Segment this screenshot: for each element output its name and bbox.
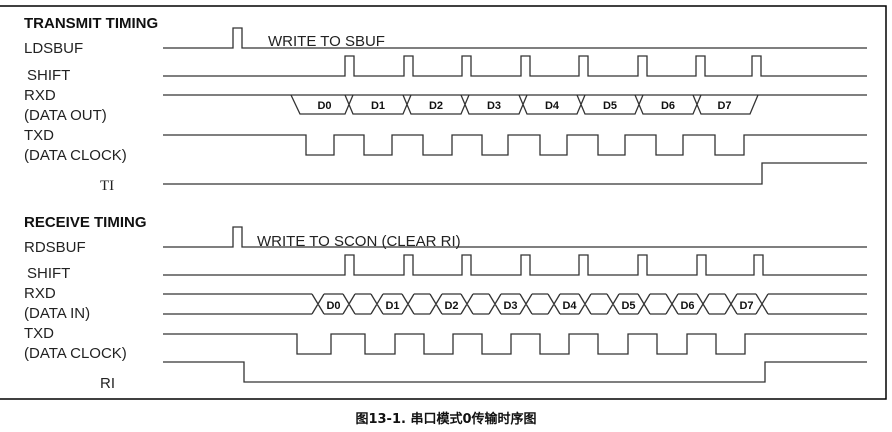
rx-data-bit-d5: D5	[621, 300, 635, 312]
write-scon-note: WRITE TO SCON (CLEAR RI)	[257, 233, 461, 250]
rx-data-bit-d0: D0	[326, 300, 340, 312]
rx-txd-label: TXD	[24, 325, 54, 342]
rx-rxd-label: RXD	[24, 285, 56, 302]
tx-data-bit-d7: D7	[717, 100, 731, 112]
rx-txd-clock-waveform	[163, 333, 867, 355]
figure-caption: 图13-1. 串口模式0传输时序图	[355, 411, 536, 427]
transmit-title: TRANSMIT TIMING	[24, 15, 158, 32]
rx-data-bit-d4: D4	[562, 300, 577, 312]
receive-title: RECEIVE TIMING	[24, 214, 147, 231]
rx-shift-waveform	[163, 254, 867, 276]
rx-data-bit-d7: D7	[739, 300, 753, 312]
tx-shift-label: SHIFT	[27, 67, 70, 84]
ti-waveform	[163, 162, 867, 185]
ri-label: RI	[100, 375, 115, 392]
tx-rxd-data-waveform	[290, 94, 759, 115]
tx-txd-clock-waveform	[163, 134, 867, 156]
figure-frame	[0, 5, 887, 400]
ldsbuf-waveform	[163, 27, 867, 49]
ti-label: TI	[100, 178, 114, 194]
rx-shift-label: SHIFT	[27, 265, 70, 282]
ri-waveform	[163, 361, 867, 383]
tx-data-bit-d4: D4	[545, 100, 560, 112]
tx-data-bit-d5: D5	[603, 100, 617, 112]
tx-data-bit-d1: D1	[371, 100, 385, 112]
write-sbuf-note: WRITE TO SBUF	[268, 33, 385, 50]
tx-shift-waveform	[163, 55, 867, 77]
rx-rxd-data-waveform	[163, 293, 867, 315]
ldsbuf-label: LDSBUF	[24, 40, 83, 57]
tx-data-bit-d2: D2	[429, 100, 443, 112]
rdsbuf-waveform	[163, 226, 867, 248]
tx-rxd-label: RXD	[24, 87, 56, 104]
tx-txd-label: TXD	[24, 127, 54, 144]
rx-data-bit-d2: D2	[444, 300, 458, 312]
tx-data-bit-d6: D6	[661, 100, 675, 112]
rx-txd-sub-label: (DATA CLOCK)	[24, 345, 127, 362]
rx-data-bit-d6: D6	[680, 300, 694, 312]
rx-data-bit-d3: D3	[503, 300, 517, 312]
rdsbuf-label: RDSBUF	[24, 239, 86, 256]
tx-data-bit-d3: D3	[487, 100, 501, 112]
tx-txd-sub-label: (DATA CLOCK)	[24, 147, 127, 164]
tx-data-bit-d0: D0	[317, 100, 331, 112]
rx-rxd-sub-label: (DATA IN)	[24, 305, 90, 322]
tx-rxd-sub-label: (DATA OUT)	[24, 107, 107, 124]
rx-data-bit-d1: D1	[385, 300, 399, 312]
